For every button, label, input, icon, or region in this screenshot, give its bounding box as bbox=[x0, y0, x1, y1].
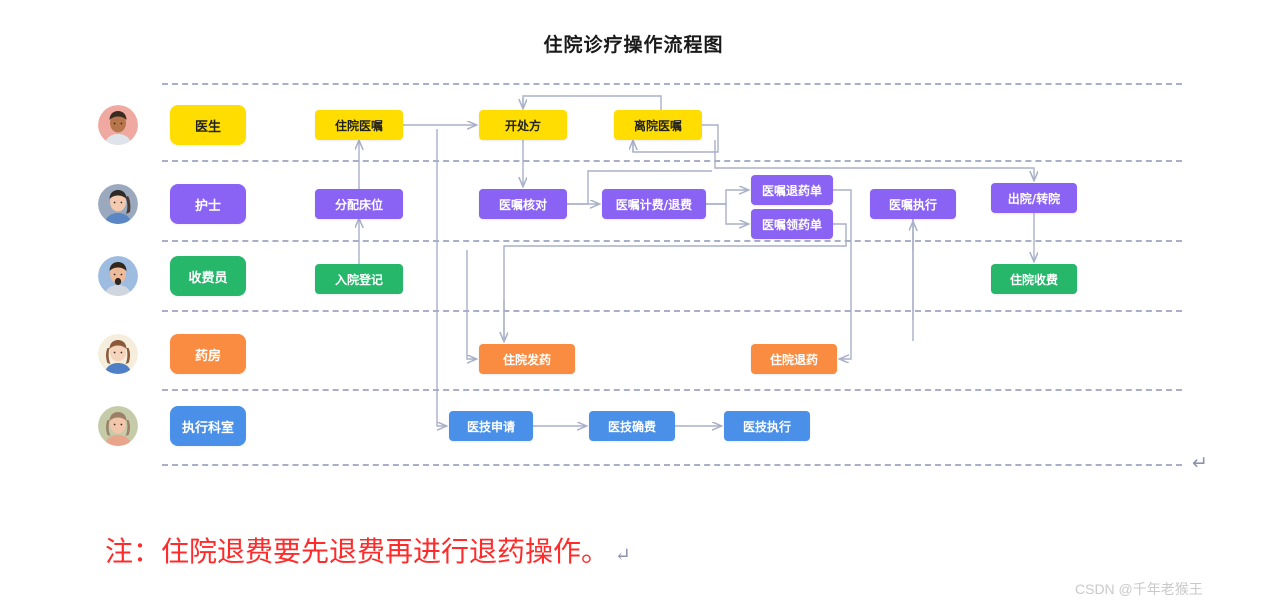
role-chip-1[interactable]: 护士 bbox=[170, 184, 246, 224]
role-chip-4[interactable]: 执行科室 bbox=[170, 406, 246, 446]
flow-node-label: 医技确费 bbox=[608, 418, 656, 435]
flow-node[interactable]: 医嘱计费/退费 bbox=[602, 189, 706, 219]
flow-node-label: 住院发药 bbox=[503, 351, 551, 368]
flow-node[interactable]: 医嘱执行 bbox=[870, 189, 956, 219]
flow-node-label: 医技执行 bbox=[743, 418, 791, 435]
flow-node[interactable]: 住院退药 bbox=[751, 344, 837, 374]
flow-node[interactable]: 医技执行 bbox=[724, 411, 810, 441]
lane-separator-5 bbox=[162, 464, 1182, 466]
flow-node[interactable]: 离院医嘱 bbox=[614, 110, 702, 140]
avatar-nurse bbox=[98, 184, 138, 224]
avatar-doctor bbox=[98, 105, 138, 145]
flow-node[interactable]: 住院收费 bbox=[991, 264, 1077, 294]
flow-node[interactable]: 入院登记 bbox=[315, 264, 403, 294]
flow-node-label: 医嘱计费/退费 bbox=[616, 196, 692, 213]
role-chip-3[interactable]: 药房 bbox=[170, 334, 246, 374]
flow-node[interactable]: 出院/转院 bbox=[991, 183, 1077, 213]
flow-node[interactable]: 医嘱核对 bbox=[479, 189, 567, 219]
lane-separator-2 bbox=[162, 240, 1182, 242]
flow-node[interactable]: 住院发药 bbox=[479, 344, 575, 374]
flow-node[interactable]: 医技确费 bbox=[589, 411, 675, 441]
flow-node-label: 医嘱领药单 bbox=[762, 216, 822, 233]
watermark: CSDN @千年老猴王 bbox=[1075, 579, 1203, 599]
role-label: 执行科室 bbox=[182, 417, 234, 436]
role-label: 医生 bbox=[195, 116, 221, 135]
note-label: 注：住院退费要先退费再进行退药操作。 bbox=[105, 535, 609, 568]
avatar-cashier bbox=[98, 256, 138, 296]
role-label: 收费员 bbox=[188, 267, 227, 286]
role-label: 药房 bbox=[195, 345, 221, 364]
flow-node-label: 出院/转院 bbox=[1008, 190, 1060, 207]
flow-node-label: 医嘱退药单 bbox=[762, 182, 822, 199]
lane-separator-3 bbox=[162, 310, 1182, 312]
avatar-pharmacy bbox=[98, 334, 138, 374]
paragraph-mark-note: ↵ bbox=[615, 544, 631, 566]
role-chip-0[interactable]: 医生 bbox=[170, 105, 246, 145]
flow-node[interactable]: 医技申请 bbox=[449, 411, 533, 441]
lane-separator-0 bbox=[162, 83, 1182, 85]
note-text: 注：住院退费要先退费再进行退药操作。 ↵ bbox=[105, 530, 631, 570]
flow-node-label: 住院医嘱 bbox=[335, 117, 383, 134]
flow-node-label: 住院收费 bbox=[1010, 271, 1058, 288]
flow-node-label: 入院登记 bbox=[335, 271, 383, 288]
flow-node-label: 住院退药 bbox=[770, 351, 818, 368]
lane-separator-1 bbox=[162, 160, 1182, 162]
flow-node-label: 离院医嘱 bbox=[634, 117, 682, 134]
flow-node-label: 医嘱执行 bbox=[889, 196, 937, 213]
flow-node-label: 医嘱核对 bbox=[499, 196, 547, 213]
paragraph-mark-top: ↵ bbox=[1192, 452, 1208, 474]
flow-node-label: 医技申请 bbox=[467, 418, 515, 435]
avatar-exec bbox=[98, 406, 138, 446]
flow-node[interactable]: 开处方 bbox=[479, 110, 567, 140]
flow-node-label: 开处方 bbox=[505, 117, 541, 134]
role-chip-2[interactable]: 收费员 bbox=[170, 256, 246, 296]
flow-node[interactable]: 分配床位 bbox=[315, 189, 403, 219]
flow-node[interactable]: 医嘱领药单 bbox=[751, 209, 833, 239]
flow-node-label: 分配床位 bbox=[335, 196, 383, 213]
page-title: 住院诊疗操作流程图 bbox=[0, 30, 1267, 57]
flow-node[interactable]: 住院医嘱 bbox=[315, 110, 403, 140]
lane-separator-4 bbox=[162, 389, 1182, 391]
role-label: 护士 bbox=[195, 195, 221, 214]
flow-node[interactable]: 医嘱退药单 bbox=[751, 175, 833, 205]
